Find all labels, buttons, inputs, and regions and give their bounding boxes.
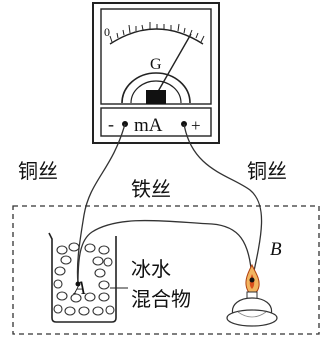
meter-scale-arc [109,28,204,45]
ice-water-label-line1: 冰水 [131,257,171,281]
junction-b-label: B [270,239,282,260]
beaker: A [48,232,128,323]
ice-cubes [53,242,115,316]
galvanometer: 0 G - mA + [92,2,220,144]
scale-zero-label: 0 [104,25,110,39]
junction-a-label: A [72,278,86,299]
meter-movement-inner [130,80,182,104]
lamp-highlight [237,311,267,318]
meter-dial-window [100,8,212,105]
meter-pivot-block [146,90,166,104]
junction-b-point [249,277,255,283]
copper-wire-left-label: 铜丝 [18,159,58,183]
terminal-plus-sign: + [191,116,201,135]
lamp-base [226,309,278,327]
copper-wire-right [183,123,263,281]
copper-wire-left [76,123,126,285]
galvanometer-letter: G [150,56,162,73]
ice-water-label-line2: 混合物 [131,287,191,311]
terminal-minus-sign: - [108,114,114,134]
meter-pointer [155,33,192,96]
meter-movement-housing [121,72,191,104]
junction-a-point [75,281,81,287]
dashed-enclosure [12,205,320,335]
terminal-panel [100,107,212,137]
copper-wire-right-label: 铜丝 [247,159,287,183]
wires [76,123,263,285]
meter-scale-ticks [109,22,205,43]
spirit-lamp: B [226,239,282,327]
meter-unit-label: mA [134,115,163,136]
iron-wire-label: 铁丝 [131,177,171,201]
iron-wire [77,219,253,285]
beaker-body [48,232,117,323]
